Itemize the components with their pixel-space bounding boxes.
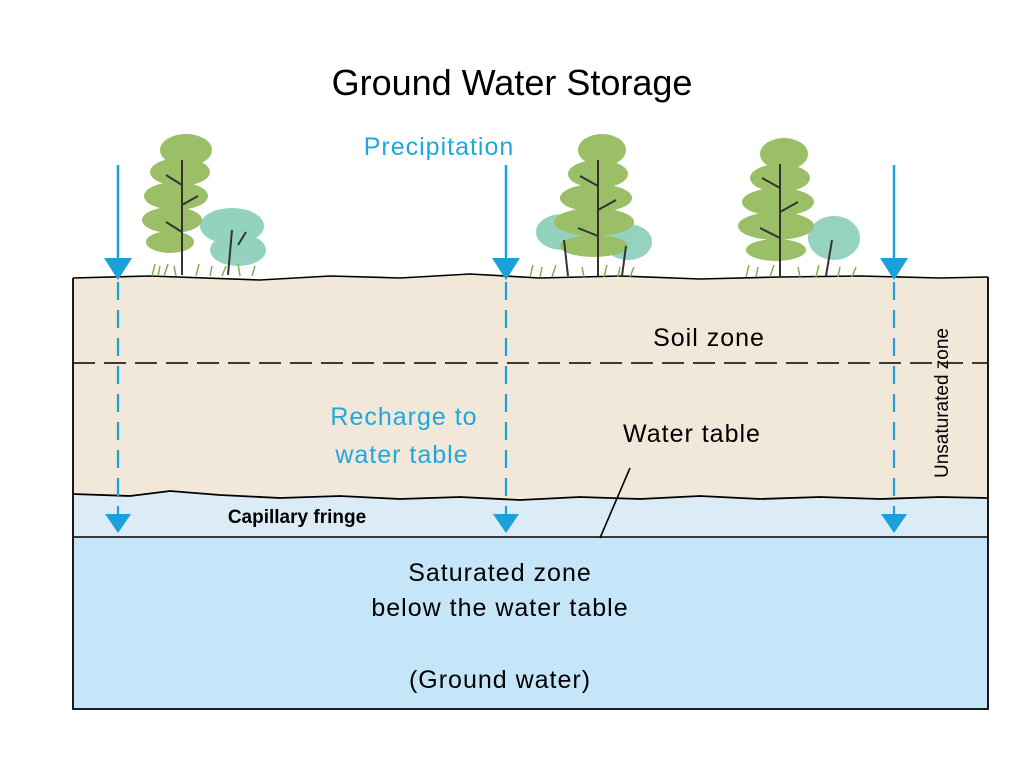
tree-icon xyxy=(738,138,860,277)
precipitation-arrow xyxy=(880,165,908,533)
saturated-zone-label-line2: below the water table xyxy=(371,594,628,622)
water-table-pointer xyxy=(599,467,631,539)
capillary-fringe-label: Capillary fringe xyxy=(228,507,366,528)
unsaturated-zone-region xyxy=(73,274,988,500)
ground-water-label: (Ground water) xyxy=(409,666,591,694)
tree-icon xyxy=(142,134,266,276)
diagram-frame xyxy=(72,277,989,710)
recharge-label-line1: Recharge to xyxy=(330,403,477,431)
water-table-label: Water table xyxy=(623,420,761,448)
saturated-zone-label-line1: Saturated zone xyxy=(408,559,592,587)
soil-zone-label: Soil zone xyxy=(653,324,765,352)
capillary-fringe-region xyxy=(73,491,988,537)
saturated-zone-region xyxy=(73,537,988,709)
precipitation-arrow xyxy=(492,165,520,533)
grass-icon xyxy=(151,263,857,278)
recharge-label-line2: water table xyxy=(334,441,468,469)
unsaturated-zone-label: Unsaturated zone xyxy=(932,328,953,478)
tree-icon xyxy=(536,134,652,277)
precipitation-label: Precipitation xyxy=(364,133,515,161)
page-title: Ground Water Storage xyxy=(331,62,693,103)
precipitation-arrow xyxy=(104,165,132,533)
water-table-line xyxy=(72,490,989,501)
ground-surface-line xyxy=(72,273,989,281)
